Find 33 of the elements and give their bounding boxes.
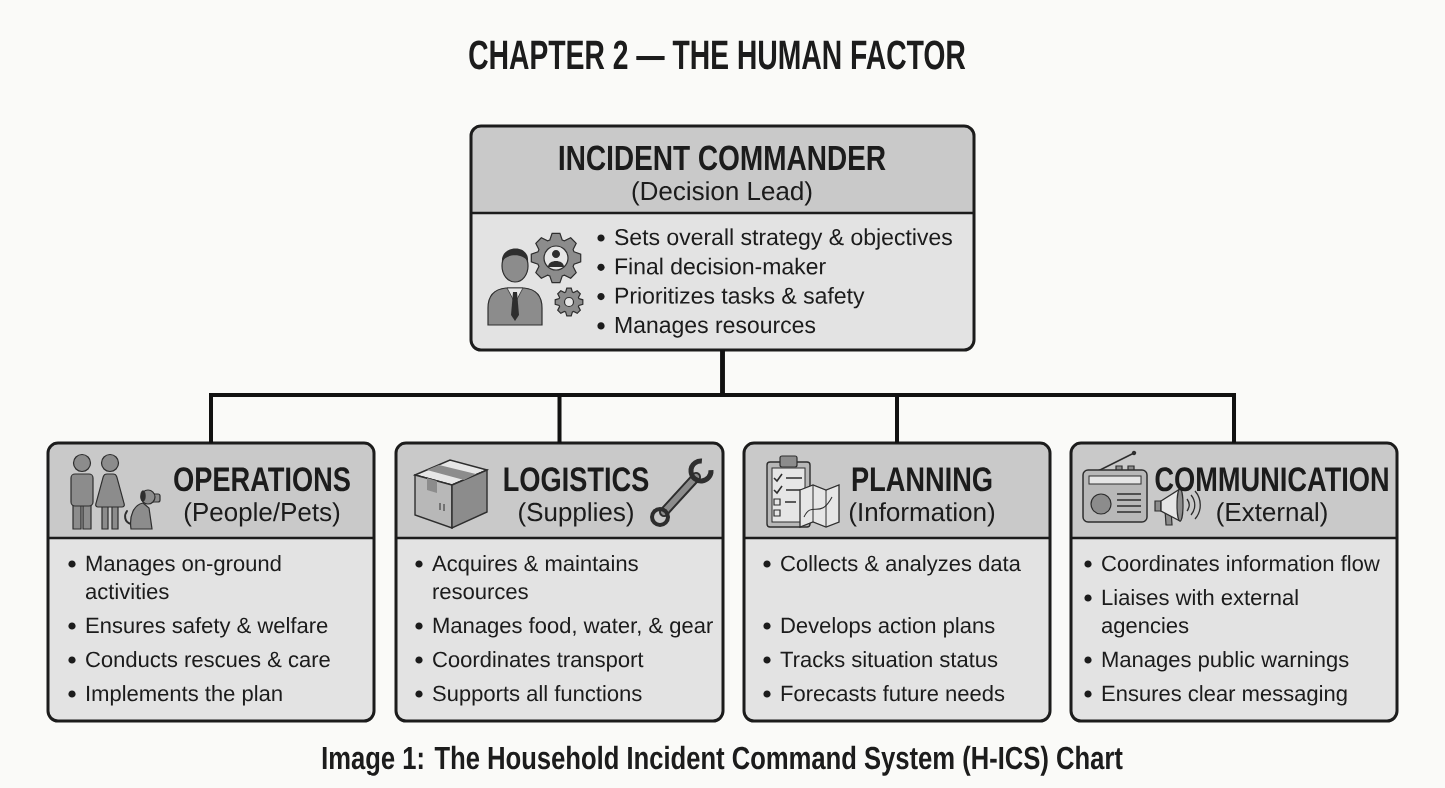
bullet-text: Liaises with external agencies <box>1101 589 1298 638</box>
box-heading: COMMUNICATION <box>1155 467 1388 492</box>
bullet-text: Collects & analyzes data <box>781 555 1021 576</box>
bullet-text: Tracks situation status <box>780 651 998 668</box>
box-heading: INCIDENT COMMANDER <box>559 145 886 171</box>
box-subheading: (People/Pets) <box>184 502 340 527</box>
bullet-text: Manages resources <box>615 317 816 338</box>
caption: Image 1: The Household Incident Command System (H-ICS) Chart <box>322 745 1123 776</box>
box-heading: PLANNING <box>852 467 992 492</box>
bullet-text: Sets overall strategy & objectives <box>615 228 952 250</box>
bullet-text: Prioritizes tasks & safety <box>615 286 865 309</box>
bullet-text: Ensures safety & welfare <box>86 617 328 638</box>
connector-line <box>720 350 1236 443</box>
box-subheading: (External) <box>1217 502 1327 527</box>
box-subheading: (Decision Lead) <box>632 181 812 206</box>
title: CHAPTER 2 — THE HUMAN FACTOR <box>469 40 966 70</box>
bullet-text: Manages food, water, & gear <box>433 617 713 638</box>
bullet-text: Coordinates information flow <box>1102 555 1380 572</box>
bullet-text: Final decision-maker <box>615 257 826 275</box>
bullet-text: Acquires & maintains resources <box>432 555 638 600</box>
bullet-text: Conducts rescues & care <box>86 651 330 668</box>
bullet-text: Manages on-ground activities <box>85 555 281 600</box>
bullet-text: Develops action plans <box>781 617 995 638</box>
bullet-text: Ensures clear messaging <box>1102 685 1347 706</box>
bullet-text: Manages public warnings <box>1102 651 1349 672</box>
bullet-text: Coordinates transport <box>433 651 644 672</box>
box-heading: LOGISTICS <box>504 467 649 492</box>
bullet-text: Forecasts future needs <box>781 685 1005 702</box>
box-subheading: (Supplies) <box>519 502 633 527</box>
bullet-text: Supports all functions <box>433 685 642 706</box>
bullet-text: Implements the plan <box>87 685 282 706</box>
box-heading: OPERATIONS <box>174 467 350 492</box>
box-subheading: (Information) <box>849 502 995 527</box>
